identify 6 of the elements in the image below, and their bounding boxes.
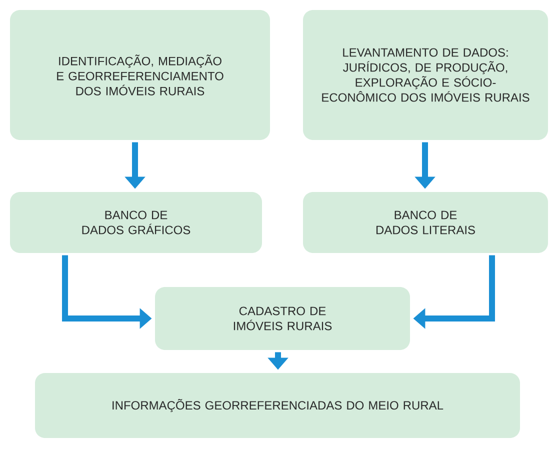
process-box: IDENTIFICAÇÃO, MEDIAÇÃO E GEORREFERENCIAMENTO DOS IMÓVEIS RURAIS <box>10 10 270 140</box>
process-box: LEVANTAMENTO DE DADOS: JURÍDICOS, DE PRODUÇÃO, EXPLORAÇÃO E SÓCIO-ECONÔMICO DOS IMÓVEIS RURAIS <box>303 10 548 140</box>
process-box: INFORMAÇÕES GEORREFERENCIADAS DO MEIO RURAL <box>35 373 520 438</box>
process-box: BANCO DE DADOS LITERAIS <box>303 192 548 253</box>
process-box: CADASTRO DE IMÓVEIS RURAIS <box>155 287 410 350</box>
process-box: BANCO DE DADOS GRÁFICOS <box>10 192 262 253</box>
